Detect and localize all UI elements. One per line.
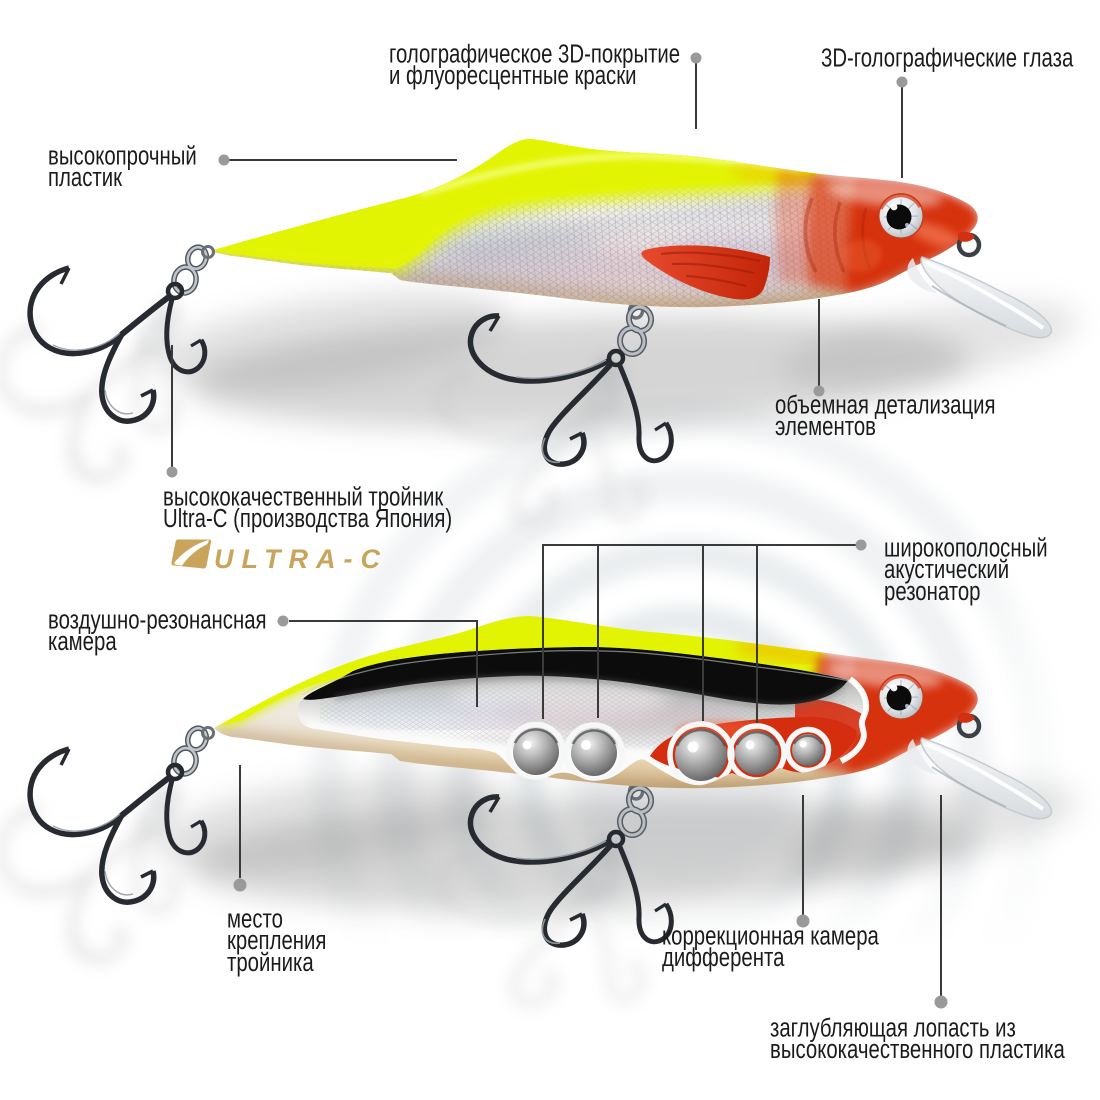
svg-text:ULTRA-C: ULTRA-C bbox=[214, 544, 388, 574]
